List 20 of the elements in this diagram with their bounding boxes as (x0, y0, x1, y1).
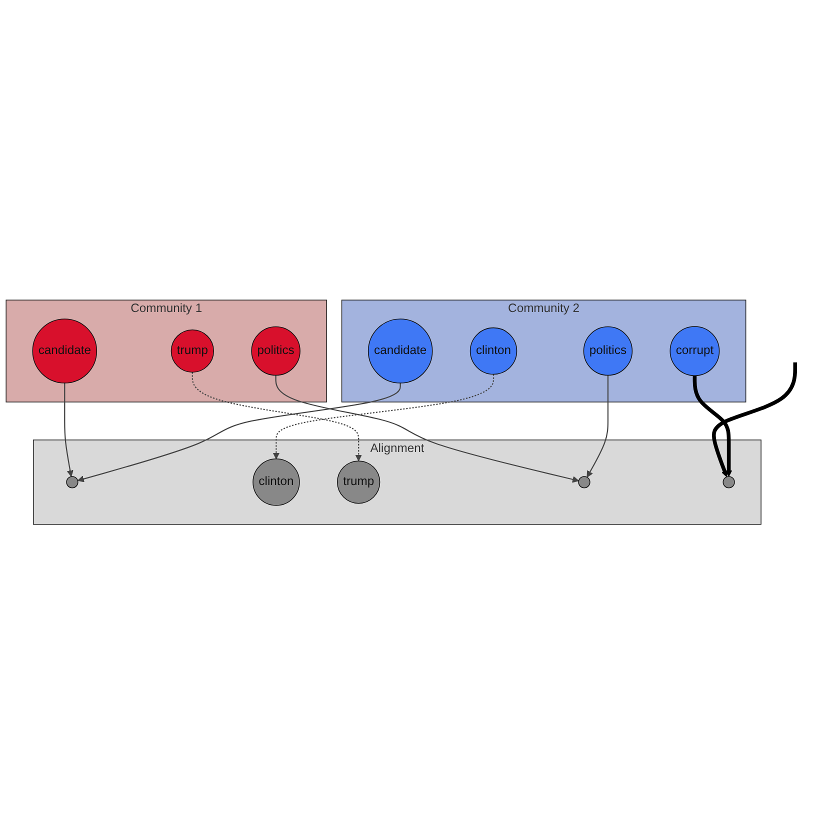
arrow (275, 375, 580, 482)
arrow (64, 382, 74, 477)
node-circle (578, 476, 590, 488)
arrow (77, 382, 401, 482)
node-circle: corrupt (670, 326, 720, 376)
node-circle (66, 476, 78, 488)
node-circle: clinton (252, 458, 300, 506)
node-circle: politics (583, 326, 633, 376)
arrow (712, 362, 798, 477)
node-circle: candidate (32, 318, 98, 384)
arrow (586, 375, 609, 478)
node-circle: candidate (368, 318, 433, 384)
node-circle: trump (337, 460, 380, 504)
node-circle (722, 476, 735, 488)
arrow (692, 375, 732, 477)
node-circle: clinton (470, 327, 518, 374)
node-circle: politics (251, 326, 300, 376)
arrow (192, 372, 362, 462)
node-circle: trump (170, 329, 214, 372)
arrow (272, 374, 494, 459)
